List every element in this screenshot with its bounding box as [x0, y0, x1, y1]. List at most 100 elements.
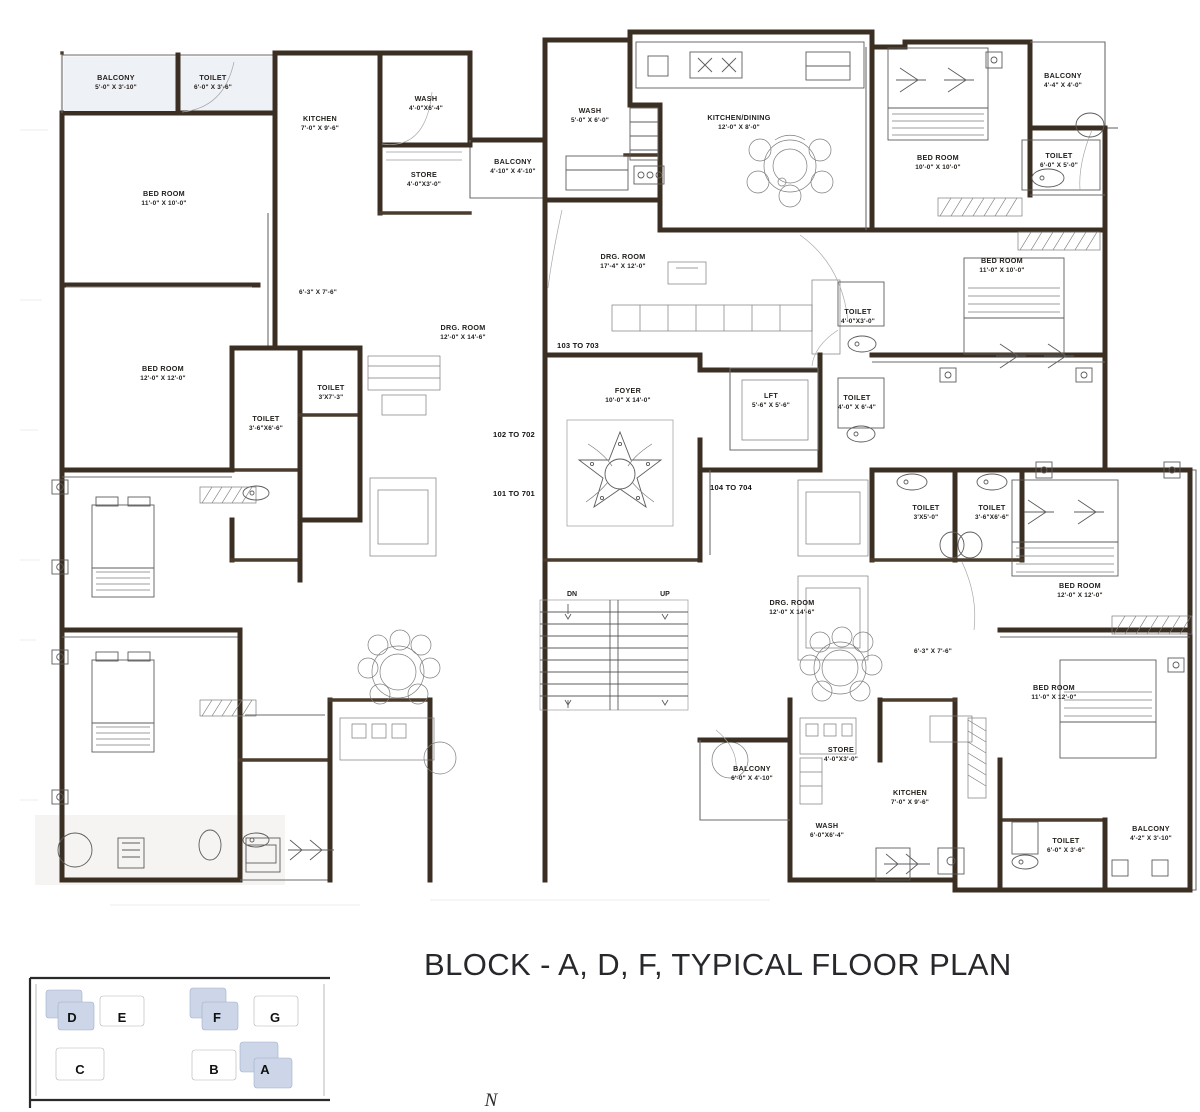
- key-block-C[interactable]: C: [55, 1047, 105, 1081]
- room-dimension: 11'-0" X 10'-0": [979, 267, 1024, 274]
- room-name: TOILET: [1045, 151, 1073, 160]
- north-indicator: N: [484, 1090, 499, 1111]
- room-dimension: 6'-0" X 3'-6": [1047, 847, 1085, 854]
- room-name: DRG. ROOM: [769, 598, 814, 607]
- room-label: DRG. ROOM 12'-0" X 14'-6": [769, 598, 815, 616]
- room-label: DRG. ROOM 17'-4" X 12'-0": [600, 252, 646, 270]
- room-name: BALCONY: [97, 73, 135, 82]
- room-label: TOILET 6'-0" X 3'-6": [1047, 836, 1085, 854]
- room-label: KITCHEN 7'-0" X 9'-6": [301, 114, 339, 132]
- apartment-top-centre: [542, 37, 875, 355]
- room-name: TOILET: [199, 73, 227, 82]
- room-label: BED ROOM 11'-0" X 12'-0": [1031, 683, 1076, 701]
- room-name: KITCHEN: [893, 788, 927, 797]
- room-dimension: 6'-0" X 3'-6": [194, 84, 232, 91]
- room-name: TOILET: [843, 393, 871, 402]
- room-name: BED ROOM: [1033, 683, 1075, 692]
- north-label: N: [484, 1090, 499, 1111]
- apartment-left: [51, 50, 473, 883]
- room-label: BED ROOM 12'-0" X 12'-0": [1057, 581, 1103, 599]
- room-dimension: 12'-0" X 12'-0": [140, 375, 186, 382]
- room-dimension: 3'X7'-3": [319, 394, 344, 401]
- block-key-map: D E F G C B A: [28, 976, 330, 1108]
- page-title: BLOCK - A, D, F, TYPICAL FLOOR PLAN: [424, 947, 1012, 982]
- unit-number: 104 TO 704: [710, 483, 753, 492]
- room-dimension: 3'-6"X6'-6": [975, 514, 1009, 521]
- room-label: TOILET 6'-0" X 3'-6": [194, 73, 232, 91]
- room-label: TOILET 3'X5'-0": [912, 503, 940, 521]
- key-block-letter: F: [213, 1010, 221, 1025]
- room-label: BED ROOM 11'-0" X 10'-0": [979, 256, 1024, 274]
- room-dimension: 6'-0" X 5'-0": [1040, 162, 1078, 169]
- room-name: WASH: [579, 106, 602, 115]
- room-name: BED ROOM: [142, 364, 184, 373]
- key-block-G[interactable]: G: [253, 995, 299, 1027]
- key-block-A[interactable]: A: [239, 1041, 293, 1089]
- room-dimension: 12'-0" X 8'-0": [718, 124, 760, 131]
- room-name: BALCONY: [494, 157, 532, 166]
- room-dimension: 7'-0" X 9'-6": [301, 125, 339, 132]
- room-dimension: 10'-0" X 10'-0": [915, 164, 961, 171]
- room-label: BED ROOM 10'-0" X 10'-0": [915, 153, 961, 171]
- room-name: TOILET: [252, 414, 280, 423]
- room-name: FOYER: [615, 386, 642, 395]
- key-block-F[interactable]: F: [189, 987, 239, 1031]
- room-label: WASH 6'-0"X6'-4": [810, 821, 844, 839]
- room-dimension: 11'-0" X 10'-0": [141, 200, 186, 207]
- room-dimension: 5'-6" X 5'-6": [752, 402, 790, 409]
- room-dimension: 17'-4" X 12'-0": [600, 263, 646, 270]
- room-name: BALCONY: [1132, 824, 1170, 833]
- room-name: BED ROOM: [1059, 581, 1101, 590]
- room-label: BED ROOM 11'-0" X 10'-0": [141, 189, 186, 207]
- key-block-letter: E: [118, 1010, 127, 1025]
- stair-down-label: DN: [567, 591, 577, 598]
- room-label: TOILET 4'-0" X 6'-4": [838, 393, 876, 411]
- circulation-core: DN UP: [539, 352, 823, 711]
- room-dimension: 6'-0"X6'-4": [810, 832, 844, 839]
- room-label: BALCONY 5'-0" X 3'-10": [95, 73, 137, 91]
- room-dimension: 4'-10" X 4'-10": [490, 168, 536, 175]
- key-block-letter: C: [75, 1062, 85, 1077]
- room-name: DRG. ROOM: [440, 323, 485, 332]
- room-name: TOILET: [978, 503, 1006, 512]
- room-name: BALCONY: [1044, 71, 1082, 80]
- room-label: STORE 4'-0"X3'-0": [824, 745, 858, 763]
- unit-number: 103 TO 703: [557, 341, 599, 350]
- key-block-D[interactable]: D: [45, 989, 95, 1031]
- room-name: BALCONY: [733, 764, 771, 773]
- room-dimension: 12'-0" X 14'-6": [440, 334, 486, 341]
- room-name: BED ROOM: [981, 256, 1023, 265]
- room-name: LFT: [764, 391, 778, 400]
- room-label: TOILET 3'-6"X6'-6": [975, 503, 1009, 521]
- key-block-letter: D: [67, 1010, 76, 1025]
- key-block-letter: G: [270, 1010, 280, 1025]
- room-label: TOILET 6'-0" X 5'-0": [1040, 151, 1078, 169]
- building-outline: [59, 29, 1197, 893]
- room-label: TOILET 4'-0"X3'-0": [841, 307, 875, 325]
- room-label: BALCONY 6'-0" X 4'-10": [731, 764, 773, 782]
- key-block-E[interactable]: E: [99, 995, 145, 1027]
- room-dimension: 6'-0" X 4'-10": [731, 775, 773, 782]
- room-name: STORE: [411, 170, 437, 179]
- room-dimension: 12'-0" X 14'-6": [769, 609, 815, 616]
- room-name: DRG. ROOM: [600, 252, 645, 261]
- room-name: BED ROOM: [917, 153, 959, 162]
- room-dimension: 7'-0" X 9'-6": [891, 799, 929, 806]
- room-dimension: 6'-3" X 7'-6": [914, 648, 952, 655]
- room-name: KITCHEN: [303, 114, 337, 123]
- key-block-letter: B: [209, 1062, 218, 1077]
- unit-number-layer: 101 TO 701 102 TO 702 103 TO 703 104 TO …: [493, 341, 753, 498]
- room-label: TOILET 3'-6"X6'-6": [249, 414, 283, 432]
- room-dimension: 4'-0"X3'-0": [841, 318, 875, 325]
- room-label: BED ROOM 12'-0" X 12'-0": [140, 364, 186, 382]
- room-dimension: 4'-0" X 6'-4": [838, 404, 876, 411]
- room-label: 6'-3" X 7'-6": [299, 289, 337, 296]
- key-block-B[interactable]: B: [191, 1049, 237, 1081]
- room-label: FOYER 10'-0" X 14'-0": [605, 386, 650, 404]
- room-name: TOILET: [912, 503, 940, 512]
- foyer-medallion: [566, 419, 674, 527]
- room-dimension: 4'-0"X3'-0": [407, 181, 441, 188]
- room-name: WASH: [415, 94, 438, 103]
- room-dimension: 12'-0" X 12'-0": [1057, 592, 1103, 599]
